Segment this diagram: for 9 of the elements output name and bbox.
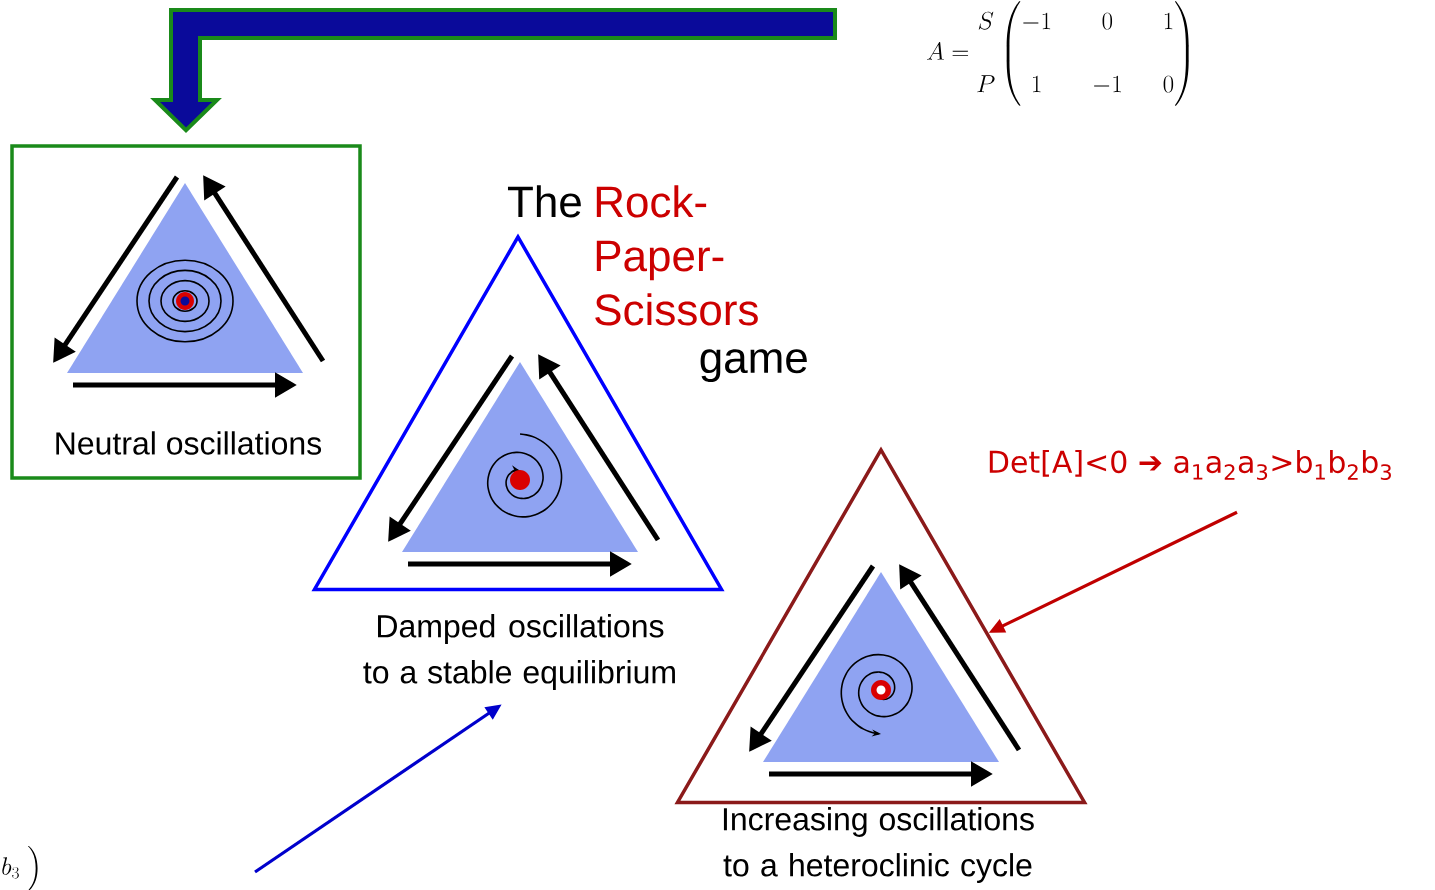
outcome-label: Damped oscillations to a stable equilibrium xyxy=(363,614,675,690)
outcome-label: Increasing oscillations to a heteroclinic cycle xyxy=(723,807,1034,883)
panel-box: Neutral oscillations xyxy=(10,144,362,480)
title-text: Rock-Paper-Scissors xyxy=(595,185,758,326)
condition-text: Det[A]<0 ➔ a$_{1}$a$_{2}$a$_{3}$>b$_{1}$b$_{2}$b$_{3}$ xyxy=(989,449,1391,481)
matrix-formula: $A = \begin{matrix} S \\[0.9em] P \end{matrix} \left(\begin{matrix} -1 & \quad 0 & \quad 1 \\[0.9em] 1 & \quad -1 & \quad 0 \end{matrix}\right)$ xyxy=(927,1,1189,106)
block-arrow xyxy=(150,8,837,134)
title-text: game xyxy=(700,349,807,382)
formula-fragment: $b_{3}\ \Big)$ xyxy=(2,846,38,890)
